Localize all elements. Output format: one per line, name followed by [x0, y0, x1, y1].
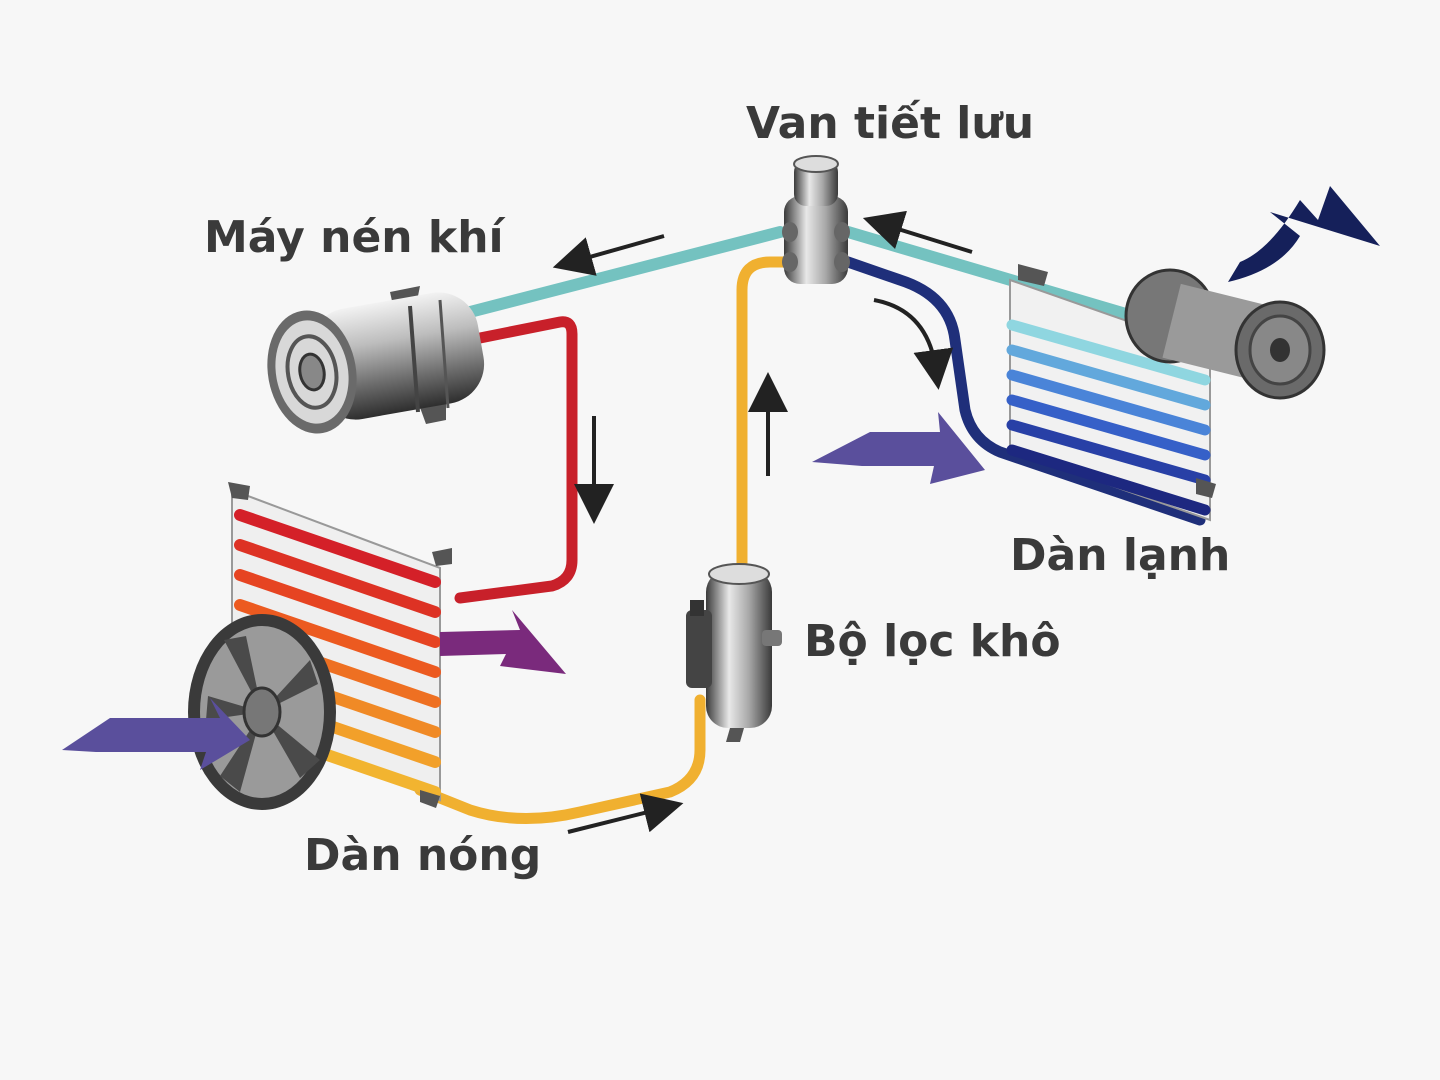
flow-arrow-to-drier — [567, 793, 684, 834]
flow-arrow-to-evaporator — [873, 298, 954, 390]
flow-arrow-to-valve — [862, 210, 973, 254]
cold-air-outlet-arrow — [1228, 186, 1380, 282]
flow-arrow-to-compressor — [552, 234, 665, 276]
hot-gas-line-pipe — [454, 316, 578, 604]
compressor-unit — [267, 286, 485, 434]
condenser-label: Dàn nóng — [304, 830, 542, 881]
compressor-label: Máy nén khí — [204, 212, 504, 263]
evaporator-intake-air-arrow — [812, 412, 985, 484]
condenser-exhaust-air-arrow — [440, 610, 566, 674]
receiver-drier-unit — [686, 563, 782, 742]
expansion-valve-label: Van tiết lưu — [746, 98, 1035, 149]
evaporator-blower — [1124, 268, 1326, 400]
liquid-line-pipe — [414, 694, 706, 825]
expansion-valve-unit — [782, 155, 850, 284]
liquid-line-riser-pipe — [736, 256, 790, 581]
low-pressure-line-pipe — [842, 256, 1206, 526]
suction-line-pipe — [464, 226, 786, 318]
receiver-drier-label: Bộ lọc khô — [804, 616, 1061, 667]
condenser-fan — [188, 614, 336, 810]
condenser-intake-air-arrow — [62, 698, 250, 770]
evaporator-label: Dàn lạnh — [1010, 530, 1231, 581]
